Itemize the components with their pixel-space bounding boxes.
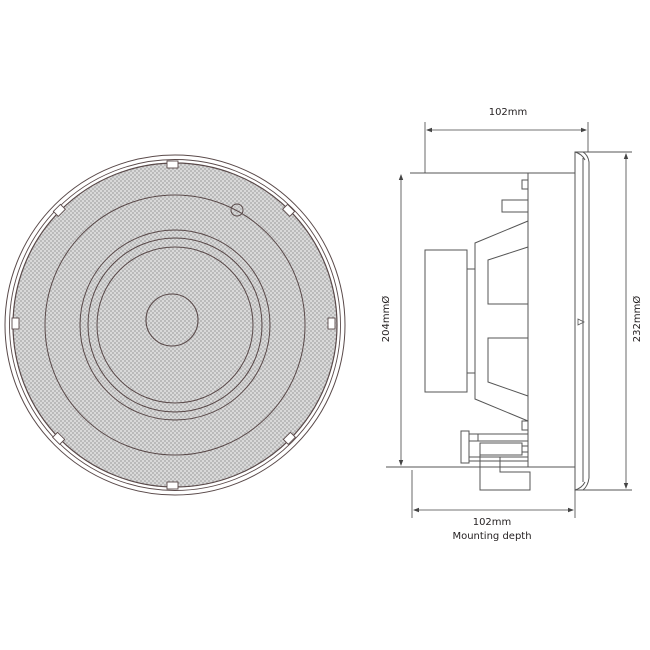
grille-tabs	[11, 160, 336, 490]
screw-hole-icon	[230, 203, 244, 217]
dust-cap	[145, 293, 199, 347]
side-view	[386, 151, 632, 491]
triangle-mark-icon	[577, 318, 585, 326]
terminal-lower	[479, 455, 531, 491]
terminal-body	[479, 442, 523, 456]
surround-ring-2	[87, 237, 263, 413]
dimension-lines	[398, 122, 629, 518]
surround-outer-ring	[44, 194, 306, 456]
label-mounting-depth-caption: Mounting depth	[452, 531, 532, 542]
bezel-inner-ring	[9, 159, 341, 491]
front-view	[4, 154, 346, 496]
label-mounting-depth: 102mm	[472, 517, 512, 528]
terminal-cap	[460, 430, 470, 464]
magnet	[424, 249, 468, 393]
surround-ring-1	[79, 229, 271, 421]
outer-bezel-ring	[4, 154, 346, 496]
label-top-depth: 102mm	[488, 107, 528, 118]
basket-window-top	[487, 246, 529, 305]
basket-frame	[474, 220, 529, 422]
cone-ring	[96, 246, 254, 404]
basket-window-bottom	[487, 337, 529, 397]
clip-top-small	[521, 179, 529, 190]
label-overall-diameter: 232mmØ	[632, 295, 643, 343]
clip-bottom-small	[521, 420, 529, 431]
label-cutout-diameter: 204mmØ	[381, 295, 392, 343]
clip-top	[501, 199, 529, 213]
